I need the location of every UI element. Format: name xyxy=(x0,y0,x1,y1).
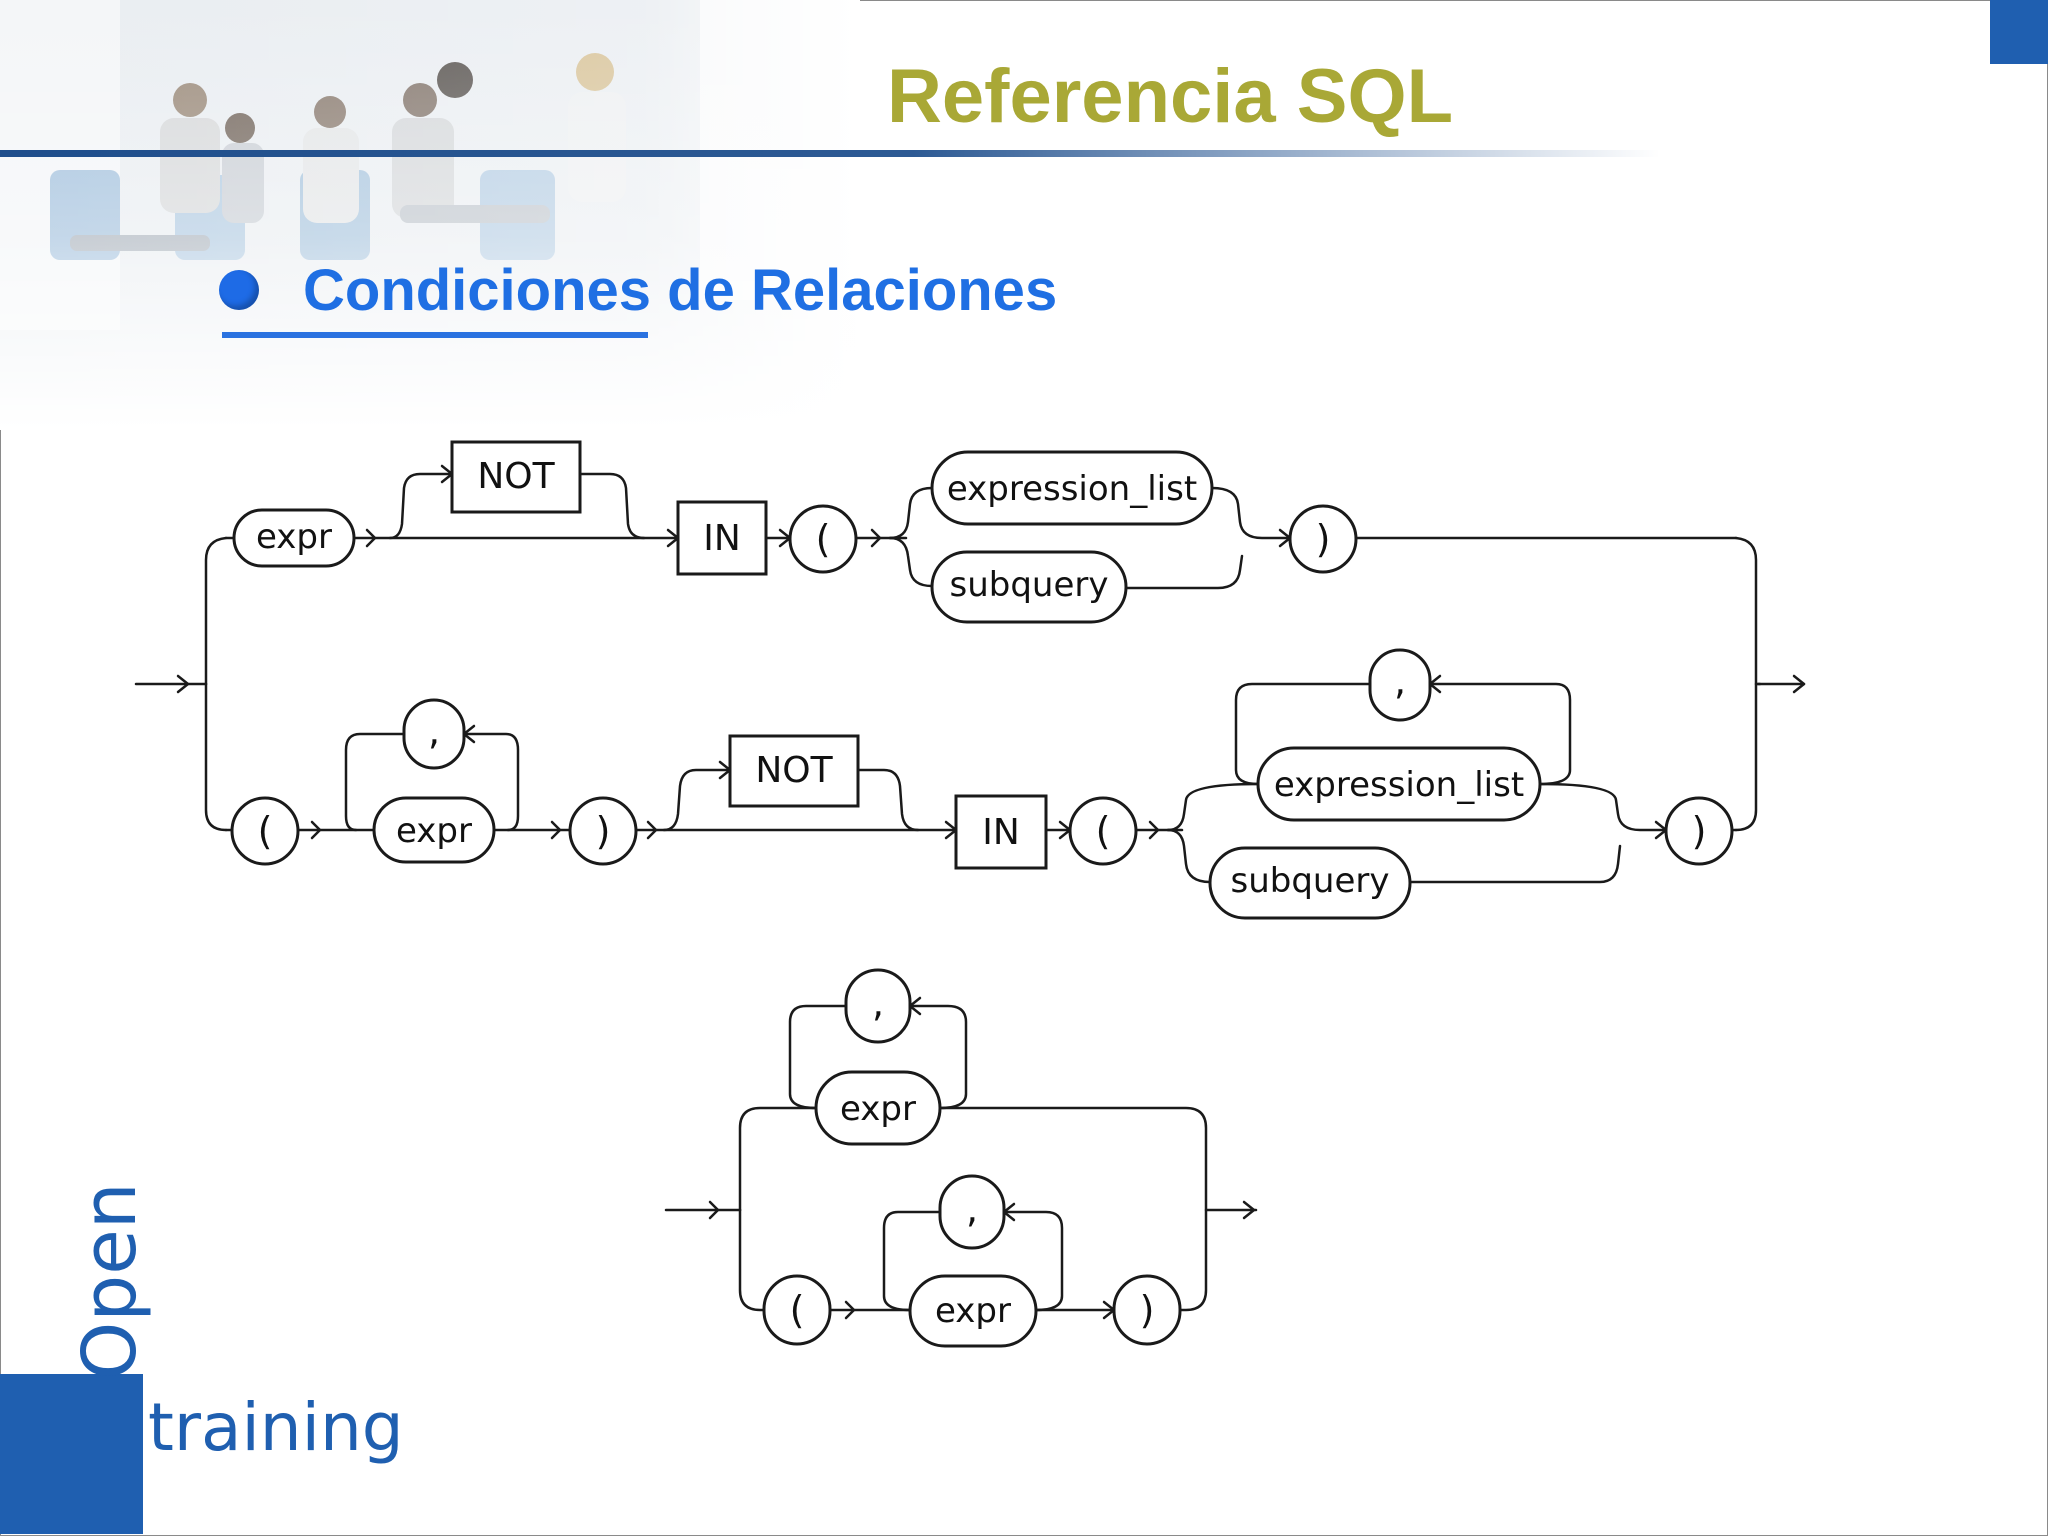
lparen-2-label: ( xyxy=(258,809,273,853)
keyword-in-2: IN xyxy=(954,794,1048,870)
node-expr-1: expr xyxy=(232,508,356,568)
node-expr-4: expr xyxy=(908,1274,1038,1348)
office-photo xyxy=(0,0,860,430)
node-subquery-2-label: subquery xyxy=(1231,861,1390,901)
subtitle-underline xyxy=(222,332,648,338)
lparen-4: ( xyxy=(762,1274,832,1346)
lparen-1-label: ( xyxy=(816,517,831,561)
logo-open-text: Open xyxy=(67,1182,153,1380)
node-expression-list-2-label: expression_list xyxy=(1274,765,1524,805)
comma-2: , xyxy=(1368,648,1432,722)
keyword-not-1-label: NOT xyxy=(477,456,555,497)
rparen-3-label: ) xyxy=(1692,809,1707,853)
node-expr-3: expr xyxy=(814,1070,942,1146)
node-expression-list-2: expression_list xyxy=(1256,746,1542,822)
comma-1-label: , xyxy=(428,709,440,753)
lparen-2: ( xyxy=(230,796,300,866)
node-expr-4-label: expr xyxy=(935,1291,1011,1331)
lparen-3-label: ( xyxy=(1096,809,1111,853)
keyword-not-2: NOT xyxy=(728,734,860,808)
slide-subtitle: Condiciones de Relaciones xyxy=(303,258,1058,323)
keyword-not-2-label: NOT xyxy=(755,750,833,791)
title-divider xyxy=(0,150,1660,157)
node-subquery-1: subquery xyxy=(930,550,1128,624)
node-subquery-2: subquery xyxy=(1208,846,1412,920)
rparen-1-label: ) xyxy=(1316,517,1331,561)
slide-title: Referencia SQL xyxy=(887,54,1453,139)
corner-accent xyxy=(1990,0,2048,64)
rparen-3: ) xyxy=(1664,796,1734,866)
node-subquery-1-label: subquery xyxy=(950,565,1109,605)
logo-training-text: training xyxy=(148,1389,404,1466)
node-expr-1-label: expr xyxy=(256,517,332,557)
comma-2-label: , xyxy=(1394,659,1406,703)
node-expr-2: expr xyxy=(372,796,496,864)
lparen-3: ( xyxy=(1068,796,1138,866)
keyword-in-1-label: IN xyxy=(703,518,741,559)
node-expression-list-1: expression_list xyxy=(930,450,1214,526)
comma-4: , xyxy=(938,1174,1006,1250)
lparen-4-label: ( xyxy=(790,1288,805,1332)
node-expr-3-label: expr xyxy=(840,1089,916,1129)
rparen-2: ) xyxy=(568,796,638,866)
lparen-1: ( xyxy=(788,504,858,574)
rparen-2-label: ) xyxy=(596,809,611,853)
rparen-1: ) xyxy=(1288,504,1358,574)
node-expr-2-label: expr xyxy=(396,811,472,851)
bullet-icon xyxy=(219,270,259,310)
logo-block xyxy=(0,1374,143,1534)
rparen-4: ) xyxy=(1112,1274,1182,1346)
comma-3-label: , xyxy=(872,981,884,1025)
comma-3: , xyxy=(844,968,912,1044)
keyword-in-2-label: IN xyxy=(982,812,1020,853)
comma-4-label: , xyxy=(966,1187,978,1231)
keyword-in-1: IN xyxy=(676,500,768,576)
comma-1: , xyxy=(402,698,466,770)
keyword-not-1: NOT xyxy=(450,440,582,514)
node-expression-list-1-label: expression_list xyxy=(947,469,1197,509)
rparen-4-label: ) xyxy=(1140,1288,1155,1332)
